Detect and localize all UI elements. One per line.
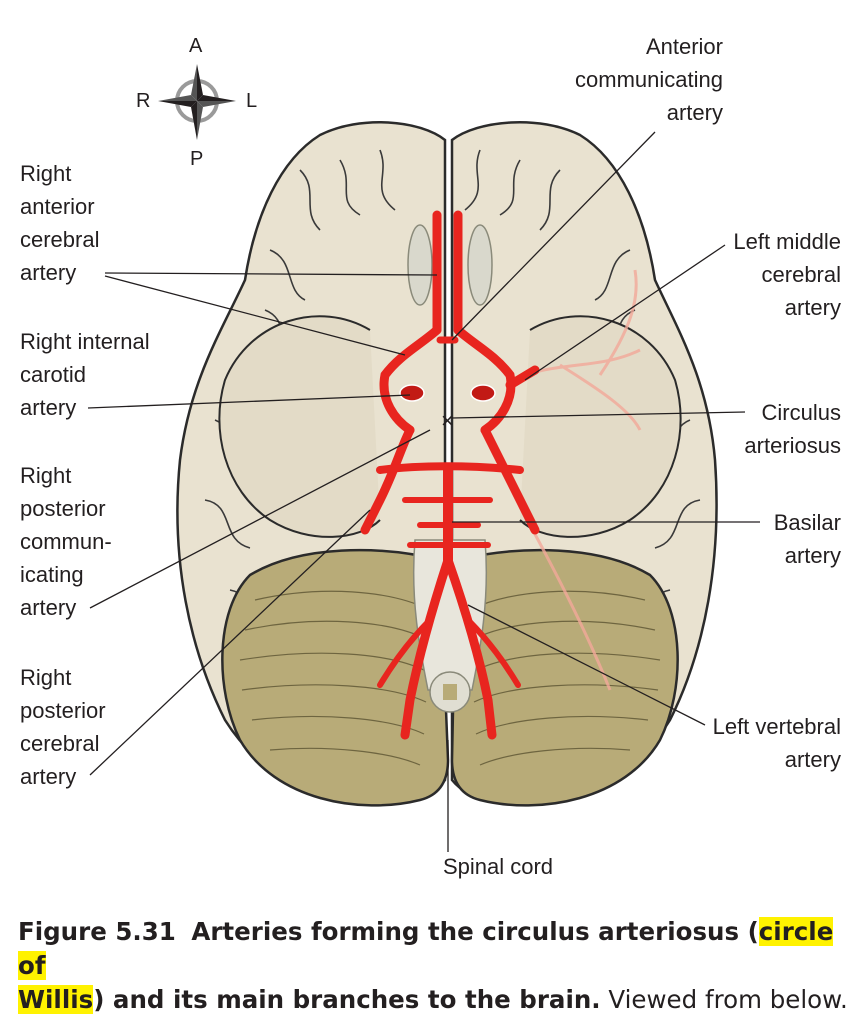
label-anterior-communicating-artery: Anterior communicating artery <box>575 30 723 129</box>
label-line: cerebral <box>761 262 841 287</box>
label-line: Left vertebral <box>712 714 841 739</box>
label-line: Circulus <box>761 400 841 425</box>
caption-title-start: Arteries forming the circulus arteriosus… <box>191 917 759 946</box>
caption-highlight-willis: Willis <box>18 985 94 1014</box>
label-line: artery <box>20 595 77 620</box>
label-left-vertebral-artery: Left vertebral artery <box>713 710 841 776</box>
label-line: Right <box>20 463 72 488</box>
label-line: artery <box>666 100 723 125</box>
svg-text:×: × <box>441 408 454 433</box>
spinal-cord <box>412 539 488 713</box>
label-line: Right <box>20 665 72 690</box>
label-line: artery <box>784 295 841 320</box>
label-line: Anterior <box>645 34 723 59</box>
leader-lines <box>87 131 760 852</box>
compass-east-label: L <box>246 90 258 112</box>
label-right-anterior-cerebral-artery: Right anterior cerebral artery <box>20 157 99 289</box>
caption-figure-number: Figure 5.31 <box>18 917 176 946</box>
label-line: arteriosus <box>744 433 841 458</box>
compass-west-label: R <box>136 90 151 112</box>
label-line: anterior <box>20 194 95 219</box>
label-right-posterior-communicating-artery: Right posterior commun- icating artery <box>20 459 112 624</box>
label-line: icating <box>20 562 84 587</box>
figure-caption: Figure 5.31 Arteries forming the circulu… <box>18 915 848 1017</box>
arteries <box>360 210 540 740</box>
label-line: cerebral <box>20 731 100 756</box>
label-right-posterior-cerebral-artery: Right posterior cerebral artery <box>20 661 106 793</box>
label-line: carotid <box>20 362 87 387</box>
label-line: artery <box>784 747 841 772</box>
label-circulus-arteriosus: Circulus arteriosus <box>744 396 841 462</box>
caption-title-end: ) and its main branches to the brain. <box>93 985 601 1014</box>
label-line: artery <box>20 395 77 420</box>
diagram-stage: × A P R L Anterior communicating artery … <box>20 30 841 883</box>
label-line: Right internal <box>20 329 150 354</box>
label-line: posterior <box>20 698 106 723</box>
compass-rose <box>158 64 236 140</box>
compass-north-label: A <box>189 35 203 57</box>
label-line: posterior <box>20 496 106 521</box>
label-line: Left middle <box>733 229 841 254</box>
brain-illustration: × <box>87 64 760 852</box>
caption-note: Viewed from below. <box>608 985 848 1014</box>
label-line: communicating <box>575 67 723 92</box>
label-basilar-artery: Basilar artery <box>774 506 841 572</box>
label-line: Basilar <box>773 510 841 535</box>
label-line: Right <box>20 161 72 186</box>
compass-south-label: P <box>190 148 204 170</box>
label-right-internal-carotid-artery: Right internal carotid artery <box>20 325 150 424</box>
label-line: artery <box>20 764 77 789</box>
label-line: artery <box>784 543 841 568</box>
label-line: commun- <box>20 529 112 554</box>
cerebellum <box>221 548 679 807</box>
label-line: cerebral <box>20 227 100 252</box>
label-line: Spinal cord <box>442 854 554 879</box>
label-spinal-cord: Spinal cord <box>398 850 598 883</box>
left-middle-cerebral-branches <box>509 269 642 691</box>
label-left-middle-cerebral-artery: Left middle cerebral artery <box>733 225 841 324</box>
label-line: artery <box>20 260 77 285</box>
